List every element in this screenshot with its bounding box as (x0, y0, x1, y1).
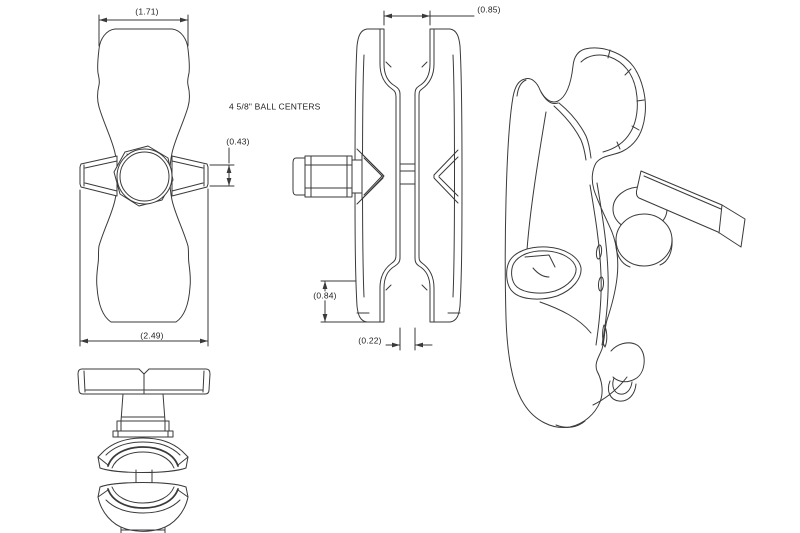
side-view (293, 11, 474, 350)
dim-slot-gap (386, 328, 432, 350)
dim-label-slot-opening: (0.85) (476, 4, 502, 15)
clamp-bolt (293, 149, 384, 204)
dim-slot-opening (384, 11, 474, 25)
right-boss (434, 150, 458, 203)
dim-label-wing-tip-height: (0.43) (225, 136, 251, 147)
dim-socket-depth (321, 281, 370, 322)
t-handle (78, 369, 210, 397)
dim-wing-tip-height (210, 148, 234, 186)
socket-nut (114, 146, 173, 206)
lower-clamp-jaw (98, 483, 188, 532)
upper-socket-rim (517, 50, 644, 160)
clamp-base-plate (121, 528, 165, 533)
dim-label-front-width: (1.71) (134, 6, 160, 17)
slot-walls (357, 29, 460, 322)
dim-front-width (99, 15, 188, 46)
dim-label-socket-depth: (0.84) (312, 290, 338, 301)
lower-socket-opening (507, 247, 581, 299)
knob-shaft (113, 394, 173, 437)
clamp-slot (384, 27, 430, 324)
front-view (80, 15, 234, 346)
dim-overall-width (80, 189, 208, 346)
left-wing (80, 156, 117, 196)
knob-flange (613, 187, 672, 267)
perspective-view (505, 48, 745, 428)
wing-knob-handle (636, 171, 745, 247)
upper-clamp-jaw (98, 438, 188, 473)
note-ball-centers: 4 5/8" BALL CENTERS (228, 101, 322, 112)
arm-seam-channel (527, 112, 608, 347)
right-wing (172, 156, 208, 196)
lower-socket-cup (540, 302, 644, 427)
ball-socket-circle (117, 149, 172, 204)
perspective-silhouette (505, 48, 645, 428)
dim-label-overall-width: (2.49) (139, 330, 165, 341)
dim-label-slot-gap: (0.22) (357, 335, 383, 346)
knob-view (78, 369, 210, 533)
